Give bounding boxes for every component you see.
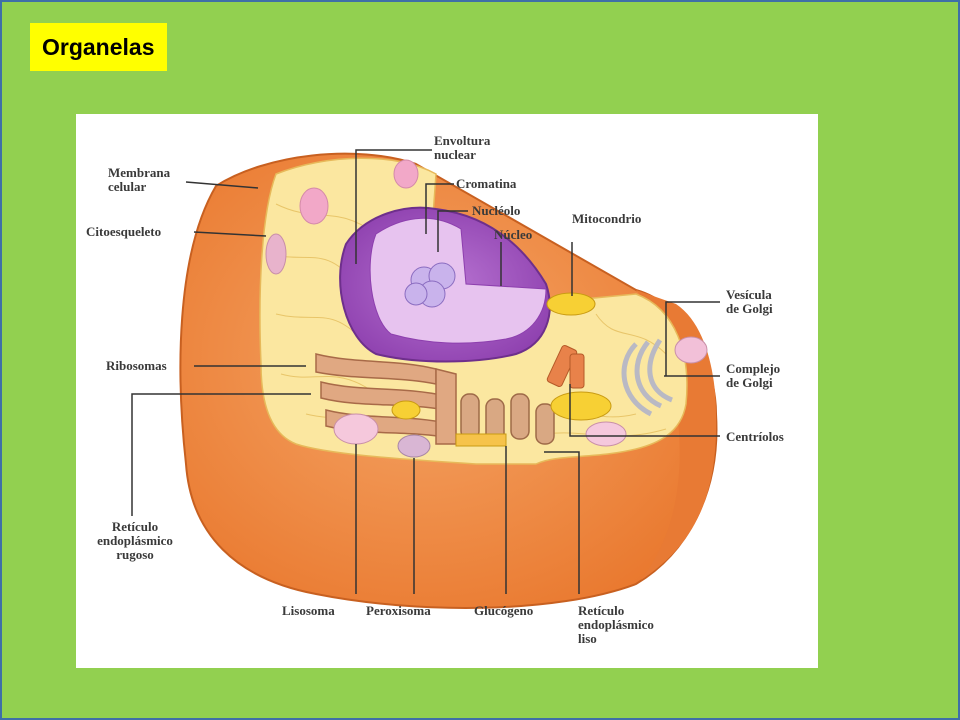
peroxisome [397,434,431,458]
label-peroxisoma: Peroxisoma [366,603,431,618]
mitochondrion [550,391,612,421]
nucleus-interior [369,217,547,344]
label-reticulo-liso: Retículo endoplásmico liso [578,603,654,646]
label-vesicula-golgi: Vesícula de Golgi [726,287,773,316]
cell-diagram-panel: Envoltura nuclear Membrana celular Croma… [76,114,818,668]
label-citoesqueleto: Citoesqueleto [86,224,162,239]
label-membrana-celular: Membrana celular [108,165,171,194]
animal-cell-illustration [131,149,720,609]
centrioles [546,344,585,389]
label-mitocondrio: Mitocondrio [572,211,642,226]
smooth-er [460,393,555,445]
label-ribosomas: Ribosomas [106,358,167,373]
golgi-complex [621,338,674,417]
lysosome [333,413,379,445]
nucleolus [404,262,456,308]
label-lisosoma: Lisosoma [282,603,335,618]
label-reticulo-rugoso: Retículo endoplásmico rugoso [97,519,173,562]
label-complejo-golgi: Complejo de Golgi [726,361,781,390]
vesicle [265,233,287,275]
label-envoltura-nuclear: Envoltura nuclear [434,133,491,162]
vesicle [585,421,627,447]
leader-lines [131,149,720,594]
vesicle [299,187,329,225]
label-cromatina: Cromatina [456,176,517,191]
mitochondrion [546,292,596,316]
label-nucleo: Núcleo [494,227,533,242]
mitochondrion [391,400,421,420]
vesicle [674,336,708,364]
glycogen [455,433,507,447]
label-nucleolo: Nucléolo [472,203,521,218]
slide-title: Organelas [30,23,167,71]
label-glucogeno: Glucógeno [474,603,534,618]
label-centriolos: Centríolos [726,429,784,444]
vesicle [393,159,419,189]
